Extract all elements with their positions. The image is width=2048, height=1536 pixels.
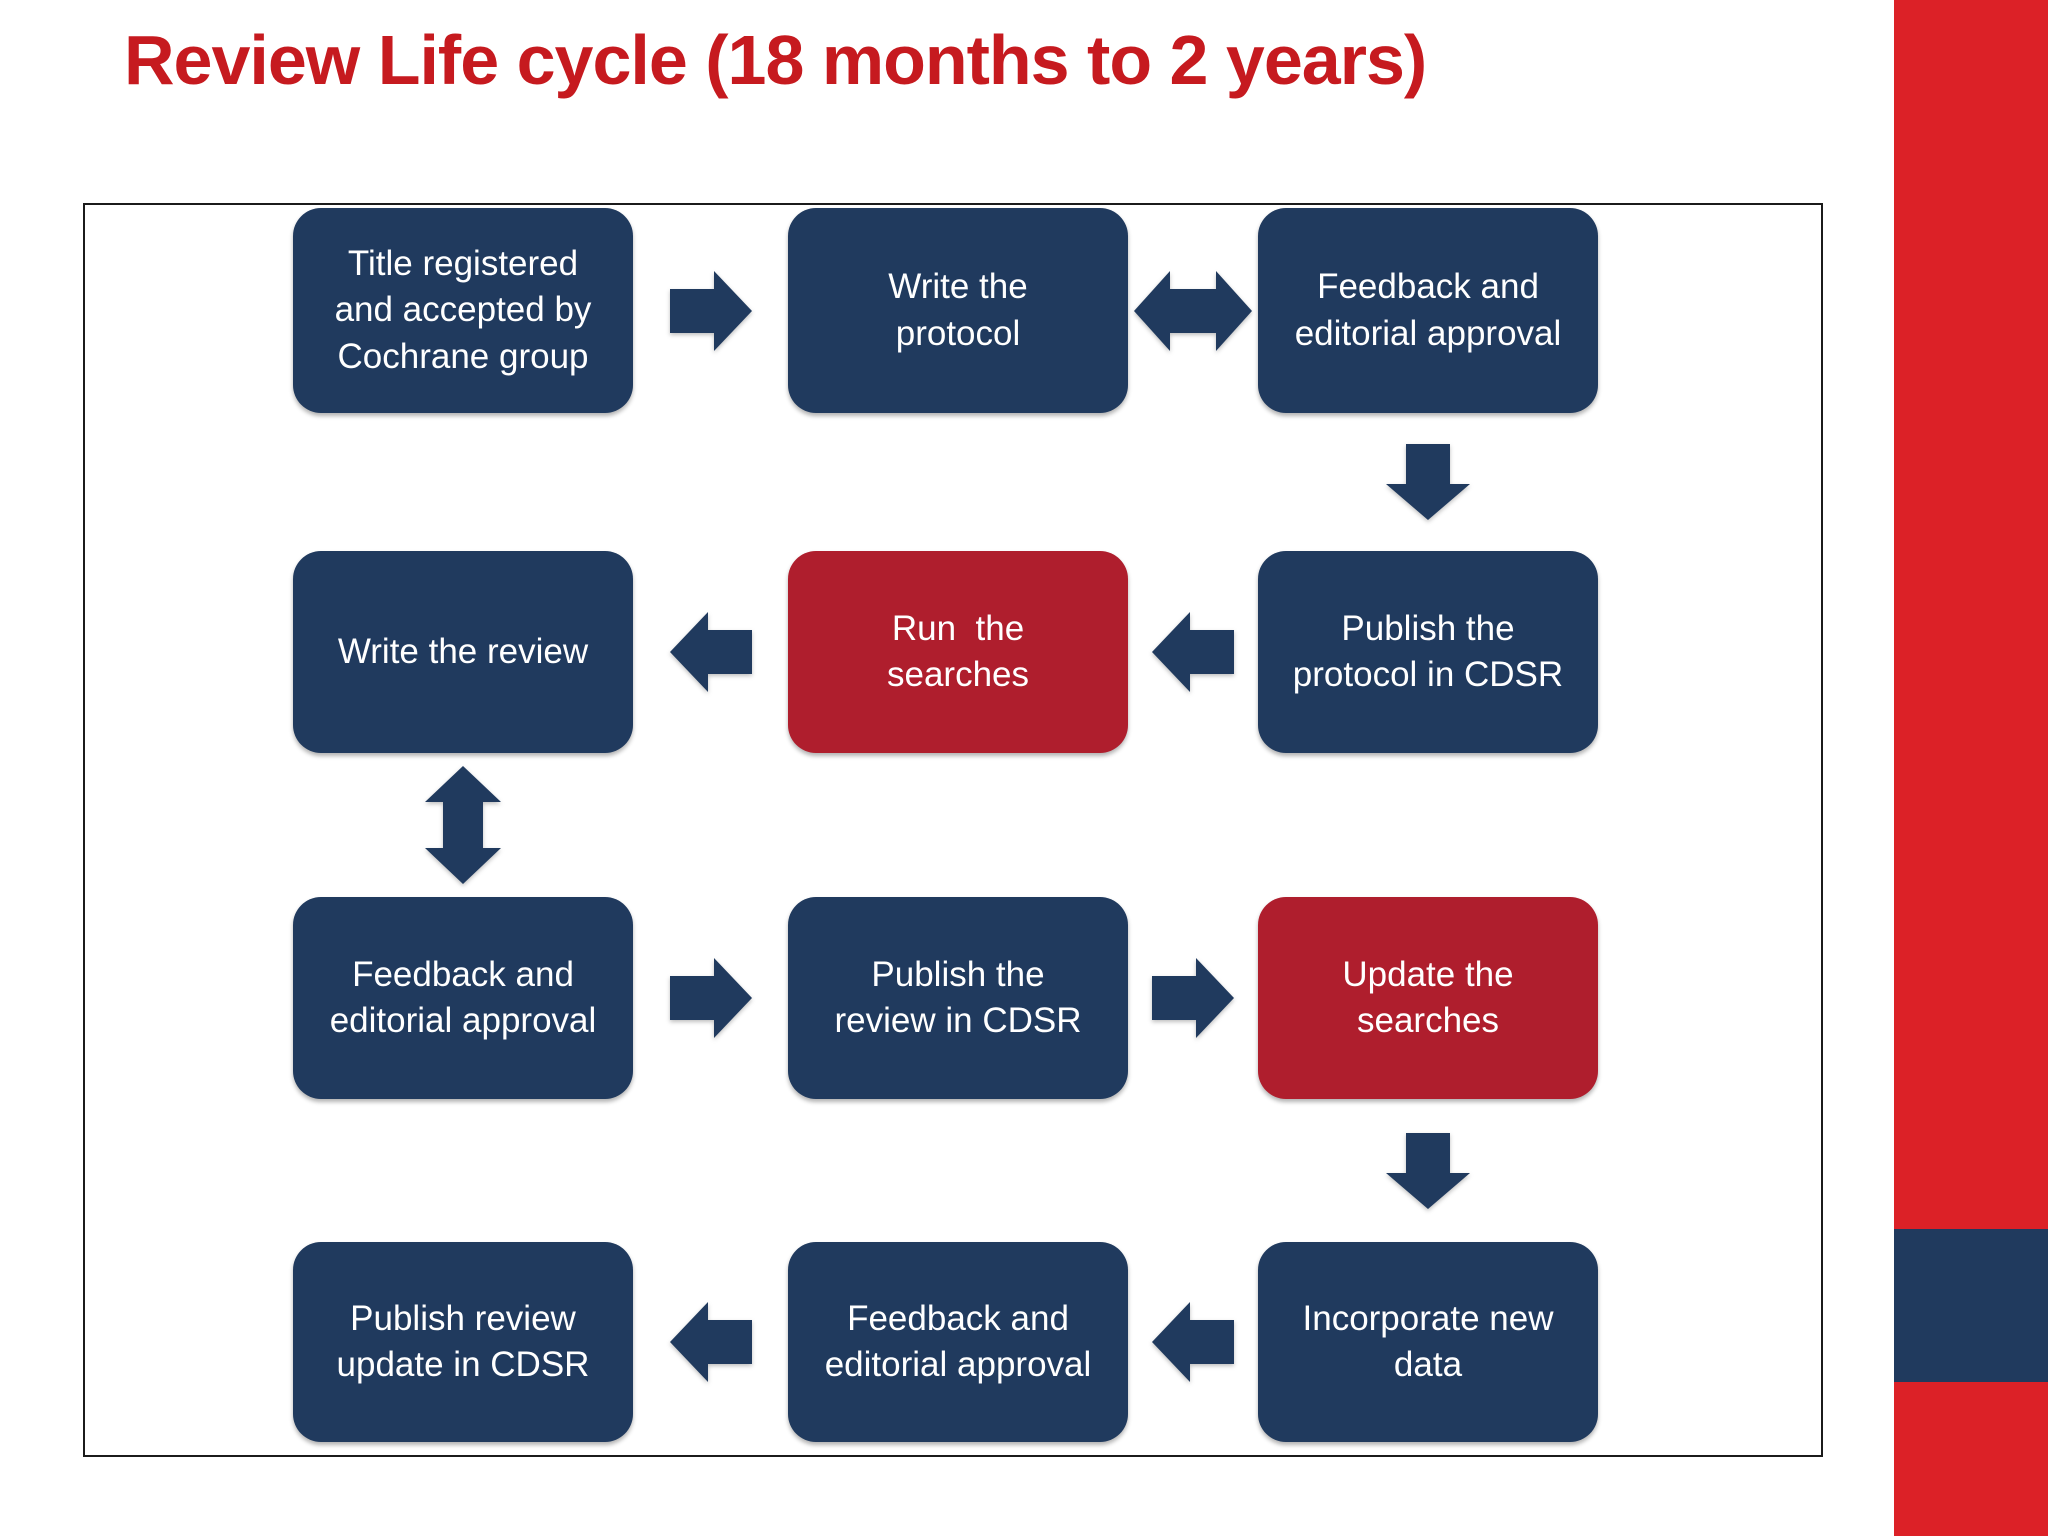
flow-box-label: Feedback and editorial approval [329, 954, 597, 1040]
flow-box-label: Publish review update in CDSR [336, 1298, 590, 1384]
flow-box-feedback-approval-1: Feedback and editorial approval [1258, 208, 1598, 413]
flow-box-update-searches: Update the searches [1258, 897, 1598, 1099]
v-double-arrow-icon [425, 766, 501, 884]
flow-box-label: Update the searches [1342, 954, 1514, 1040]
flow-box-title-registered: Title registered and accepted by Cochran… [293, 208, 633, 413]
flow-box-publish-review: Publish the review in CDSR [788, 897, 1128, 1099]
down-arrow-icon [1386, 1132, 1470, 1209]
flow-box-label: Publish the review in CDSR [834, 954, 1082, 1040]
flow-box-label: Incorporate new data [1302, 1298, 1554, 1384]
left-arrow-icon [669, 1302, 752, 1382]
right-arrow-icon [1152, 958, 1234, 1038]
right-accent-bar [1894, 0, 2048, 1536]
flow-box-publish-protocol: Publish the protocol in CDSR [1258, 551, 1598, 753]
flow-box-label: Title registered and accepted by Cochran… [334, 244, 592, 376]
flow-box-label: Run the searches [886, 608, 1030, 694]
h-double-arrow-icon [1134, 270, 1252, 351]
left-arrow-icon [1152, 612, 1234, 692]
flow-box-feedback-approval-3: Feedback and editorial approval [788, 1242, 1128, 1442]
page-title: Review Life cycle (18 months to 2 years) [124, 21, 1427, 99]
flowchart-panel: Title registered and accepted by Cochran… [83, 203, 1823, 1457]
flow-box-write-review: Write the review [293, 551, 633, 753]
flow-box-feedback-approval-2: Feedback and editorial approval [293, 897, 633, 1099]
flow-box-write-protocol: Write the protocol [788, 208, 1128, 413]
right-arrow-icon [669, 958, 752, 1038]
flow-box-label: Write the review [337, 631, 589, 671]
flow-box-label: Write the protocol [888, 267, 1028, 353]
flow-box-label: Feedback and editorial approval [824, 1298, 1092, 1384]
left-arrow-icon [669, 612, 752, 692]
right-arrow-icon [669, 270, 752, 351]
right-accent-square [1894, 1229, 2048, 1382]
left-arrow-icon [1152, 1302, 1234, 1382]
flow-box-label: Publish the protocol in CDSR [1292, 608, 1564, 694]
flow-box-run-searches: Run the searches [788, 551, 1128, 753]
flow-box-incorporate-data: Incorporate new data [1258, 1242, 1598, 1442]
flow-box-label: Feedback and editorial approval [1294, 267, 1562, 353]
flow-box-publish-update: Publish review update in CDSR [293, 1242, 633, 1442]
down-arrow-icon [1386, 444, 1470, 520]
